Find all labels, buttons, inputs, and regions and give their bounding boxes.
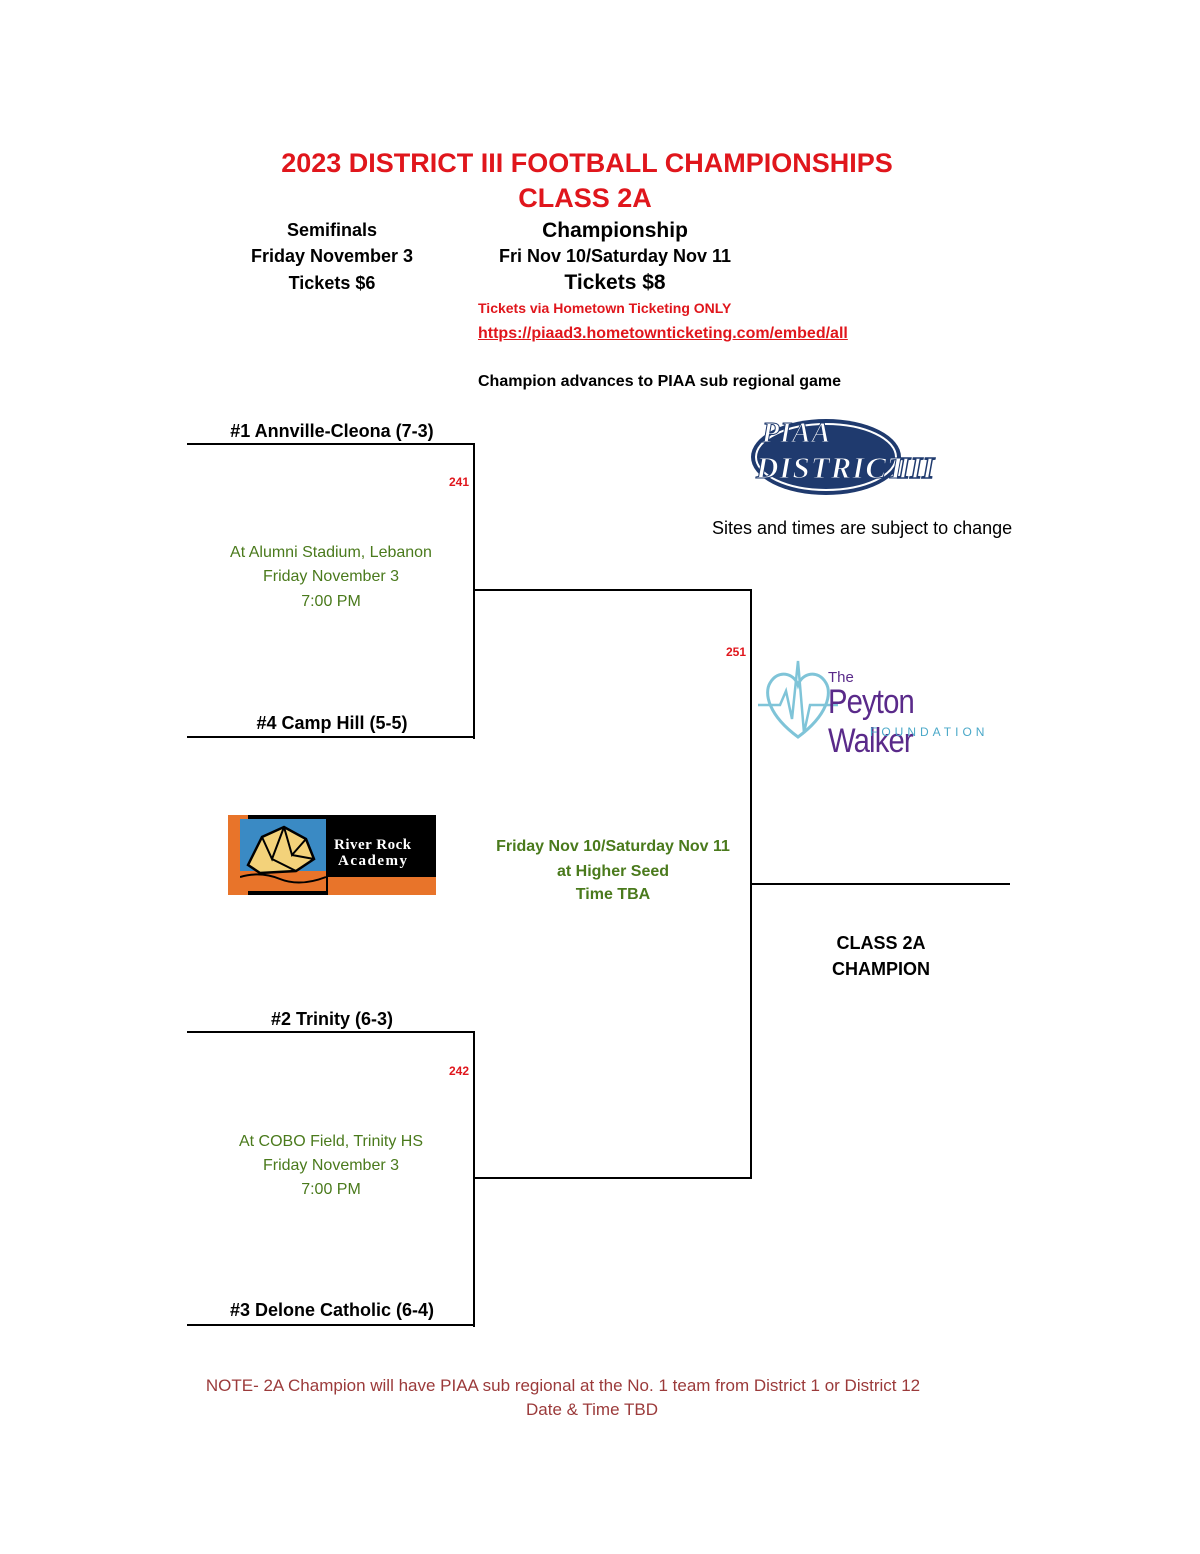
game1-date: Friday November 3 (262, 568, 400, 585)
piaa-text: PIAA (761, 418, 832, 450)
team-trinity: #2 Trinity (6-3) (270, 1009, 394, 1029)
game1-time: 7:00 PM (301, 593, 361, 610)
river-rock-logo: River Rock Academy (228, 815, 436, 895)
piaa-logo-graphic (751, 419, 901, 495)
ticket-note: Tickets via Hometown Ticketing ONLY (478, 300, 732, 316)
champion-label-2: CHAMPION (832, 959, 930, 979)
game2-date: Friday November 3 (262, 1157, 400, 1174)
bracket-line (473, 443, 475, 739)
championship-date: Fri Nov 10/Saturday Nov 11 (498, 246, 732, 266)
team-annville-cleona: #1 Annville-Cleona (7-3) (230, 421, 434, 441)
advance-note: Champion advances to PIAA sub regional g… (478, 373, 842, 390)
district-text: DISTRICT (756, 450, 907, 486)
river-rock-bar (328, 877, 436, 895)
ticket-link[interactable]: https://piaad3.hometownticketing.com/emb… (478, 325, 848, 342)
sites-note: Sites and times are subject to change (712, 518, 1013, 538)
bracket-line (187, 1031, 475, 1033)
bracket-line (187, 1324, 475, 1326)
peyton-sub: FOUNDATION (870, 725, 989, 739)
team-delone-catholic: #3 Delone Catholic (6-4) (229, 1300, 435, 1320)
bracket-line (473, 1177, 752, 1179)
peyton-name: Peyton Walker (828, 683, 915, 760)
peyton-walker-logo: The Peyton Walker FOUNDATION (758, 655, 1008, 760)
final-location: at Higher Seed (556, 863, 670, 880)
footer-date: Date & Time TBD (526, 1400, 658, 1419)
river-rock-text-2: Academy (338, 853, 409, 869)
champion-label-1: CLASS 2A (836, 933, 926, 953)
footer-note: NOTE- 2A Champion will have PIAA sub reg… (205, 1376, 921, 1395)
final-time: Time TBA (575, 886, 651, 903)
semifinals-tickets: Tickets $6 (288, 273, 376, 293)
piaa-district-logo: PIAA DISTRICT III (748, 416, 948, 498)
bracket-line (750, 883, 1010, 885)
river-rock-text-1: River Rock (334, 837, 412, 853)
final-date: Friday Nov 10/Saturday Nov 11 (496, 838, 730, 855)
championship-tickets: Tickets $8 (564, 271, 666, 294)
semifinals-heading: Semifinals (286, 220, 378, 240)
bracket-line (473, 589, 752, 591)
game2-time: 7:00 PM (301, 1181, 361, 1198)
game-number-241: 241 (449, 475, 470, 489)
semifinals-date: Friday November 3 (250, 246, 414, 266)
heart-icon (758, 660, 838, 739)
district-numeral: III (897, 449, 935, 486)
class-title: CLASS 2A (518, 183, 652, 213)
team-camp-hill: #4 Camp Hill (5-5) (256, 713, 408, 733)
championship-heading: Championship (542, 219, 688, 242)
bracket-line (187, 736, 475, 738)
peyton-the: The (828, 669, 854, 686)
page-title: 2023 DISTRICT III FOOTBALL CHAMPIONSHIPS (281, 148, 893, 178)
rock-icon (240, 819, 327, 891)
bracket-line (187, 443, 475, 445)
game-number-242: 242 (449, 1064, 470, 1078)
game-number-251: 251 (726, 645, 747, 659)
game1-venue: At Alumni Stadium, Lebanon (230, 544, 432, 561)
bracket-line (473, 1031, 475, 1327)
game2-venue: At COBO Field, Trinity HS (238, 1133, 424, 1150)
